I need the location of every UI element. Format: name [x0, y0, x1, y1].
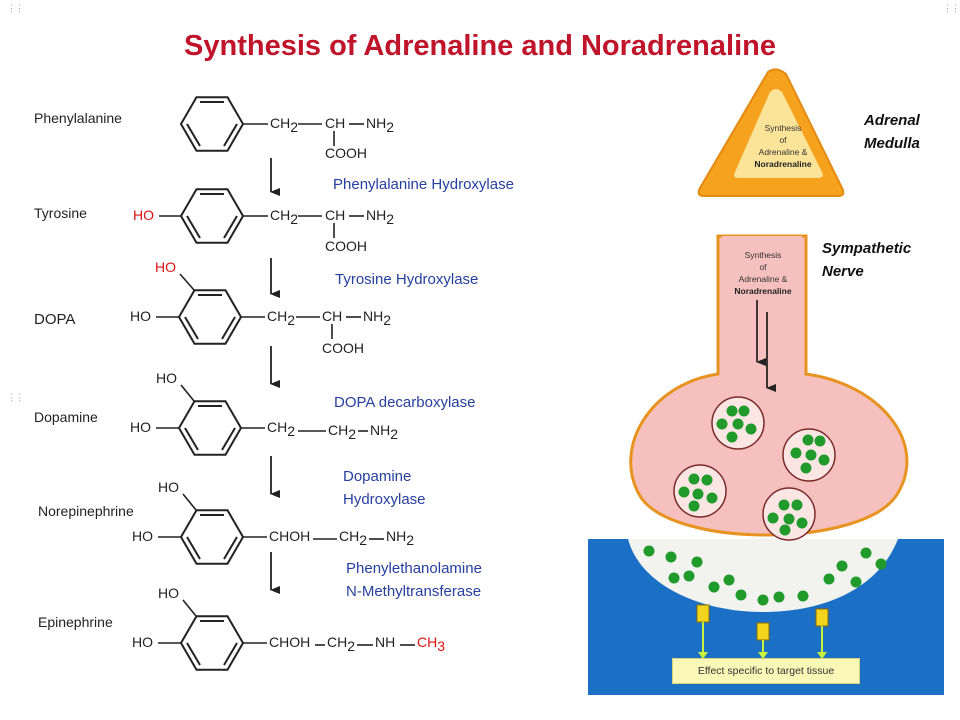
- receptors: [696, 604, 829, 641]
- benzene-ring: [177, 289, 243, 345]
- receptor: [696, 604, 710, 623]
- nh-group: NH: [375, 634, 395, 650]
- gland-synthesis-line: of: [779, 135, 787, 145]
- molecule-name-epinephrine: Epinephrine: [38, 614, 113, 630]
- nerve-synthesis-line: Noradrenaline: [734, 286, 791, 296]
- nh2-group: NH2: [366, 207, 394, 227]
- gland-synthesis-line: Adrenaline &: [759, 147, 808, 157]
- molecule-name-dopa: DOPA: [34, 311, 76, 328]
- ho-group: HO: [130, 308, 151, 324]
- ho-group-highlight: HO: [155, 259, 176, 275]
- ho-group: HO: [132, 634, 153, 650]
- benzene-ring: [179, 509, 245, 565]
- signal-arrowheads: [698, 652, 827, 659]
- enzyme-tyrosine-hydroxylase: Tyrosine Hydroxylase: [335, 268, 478, 291]
- molecule-name-tyrosine: Tyrosine: [34, 205, 87, 221]
- target-effect-box: Effect specific to target tissue: [672, 658, 860, 684]
- ho-group: HO: [130, 419, 151, 435]
- ho-group: HO: [158, 585, 179, 601]
- adrenal-medulla-gland: Synthesis of Adrenaline & Noradrenaline: [697, 68, 845, 197]
- ho-group-highlight: HO: [133, 207, 154, 223]
- structure-dopa: HO HO CH2 CH NH2 COOH: [130, 259, 391, 356]
- ch2-group: CH2: [328, 422, 356, 442]
- cooh-group: COOH: [325, 145, 367, 161]
- enzyme-pnmt: Phenylethanolamine N-Methyltransferase: [346, 557, 482, 603]
- ch2-group: CH2: [339, 528, 367, 548]
- enzyme-dopa-decarboxylase: DOPA decarboxylase: [334, 391, 475, 414]
- ho-group: HO: [158, 479, 179, 495]
- nh2-group: NH2: [363, 308, 391, 328]
- nerve-synthesis-line: Synthesis: [745, 250, 782, 260]
- ho-group: HO: [156, 370, 177, 386]
- neurotransmitter-granules: [678, 405, 830, 536]
- ch2-group: CH2: [327, 634, 355, 654]
- receptor: [815, 608, 829, 627]
- benzene-ring: [179, 96, 245, 152]
- corner-mark-right: ⋮⋮: [943, 3, 960, 13]
- ch2-group: CH2: [267, 419, 295, 439]
- benzene-ring: [177, 400, 243, 456]
- structure-tyrosine: HO CH2 CH NH2 COOH: [133, 188, 394, 254]
- molecule-name-dopamine: Dopamine: [34, 409, 98, 425]
- ch-group: CH: [325, 207, 345, 223]
- label-line: Sympathetic: [822, 240, 912, 257]
- gland-synthesis-line: Noradrenaline: [754, 159, 811, 169]
- label-line: Medulla: [864, 135, 920, 152]
- ho-group: HO: [132, 528, 153, 544]
- structure-phenylalanine: CH2 CH NH2 COOH: [179, 96, 394, 161]
- enzyme-line: N-Methyltransferase: [346, 583, 482, 600]
- structure-dopamine: HO HO CH2 CH2 NH2: [130, 370, 398, 456]
- molecule-name-norepinephrine: Norepinephrine: [38, 503, 134, 519]
- benzene-ring: [179, 615, 245, 671]
- page-title: Synthesis of Adrenaline and Noradrenalin…: [184, 30, 776, 62]
- ch3-group: CH3: [417, 634, 445, 654]
- sympathetic-nerve-label: Sympathetic Nerve: [822, 237, 911, 283]
- choh-group: CHOH: [269, 634, 310, 650]
- enzyme-line: Phenylalanine Hydroxylase: [333, 176, 514, 193]
- structure-epinephrine: HO HO CHOH CH2 NH CH3: [132, 585, 445, 671]
- nh2-group: NH2: [366, 115, 394, 135]
- enzyme-line: Dopamine: [343, 468, 412, 485]
- ch2-group: CH2: [270, 207, 298, 227]
- gland-synthesis-line: Synthesis: [765, 123, 802, 133]
- enzyme-phenylalanine-hydroxylase: Phenylalanine Hydroxylase: [333, 173, 514, 196]
- choh-group: CHOH: [269, 528, 310, 544]
- cooh-group: COOH: [322, 340, 364, 356]
- corner-mark-left: ⋮⋮: [7, 3, 24, 13]
- label-line: Nerve: [822, 263, 864, 280]
- ch2-group: CH2: [270, 115, 298, 135]
- enzyme-line: Phenylethanolamine: [346, 560, 482, 577]
- side-mark-left: ⋮⋮: [7, 392, 24, 402]
- receptor: [756, 622, 770, 641]
- benzene-ring: [179, 188, 245, 244]
- ch-group: CH: [325, 115, 345, 131]
- nerve-synthesis-line: Adrenaline &: [739, 274, 788, 284]
- nerve-synthesis-line: of: [759, 262, 767, 272]
- transport-arrows: [756, 300, 776, 392]
- adrenal-medulla-label: Adrenal Medulla: [864, 109, 920, 155]
- enzyme-line: Hydroxylase: [343, 491, 426, 508]
- enzyme-dopamine-hydroxylase: Dopamine Hydroxylase: [343, 465, 426, 511]
- released-granules: [643, 545, 887, 606]
- molecule-name-phenylalanine: Phenylalanine: [34, 110, 122, 126]
- structure-norepinephrine: HO HO CHOH CH2 NH2: [132, 479, 414, 565]
- label-line: Adrenal: [864, 112, 920, 129]
- nh2-group: NH2: [370, 422, 398, 442]
- enzyme-line: DOPA decarboxylase: [334, 394, 476, 411]
- enzyme-line: Tyrosine Hydroxylase: [335, 271, 479, 288]
- ch-group: CH: [322, 308, 342, 324]
- ch2-group: CH2: [267, 308, 295, 328]
- cooh-group: COOH: [325, 238, 367, 254]
- nh2-group: NH2: [386, 528, 414, 548]
